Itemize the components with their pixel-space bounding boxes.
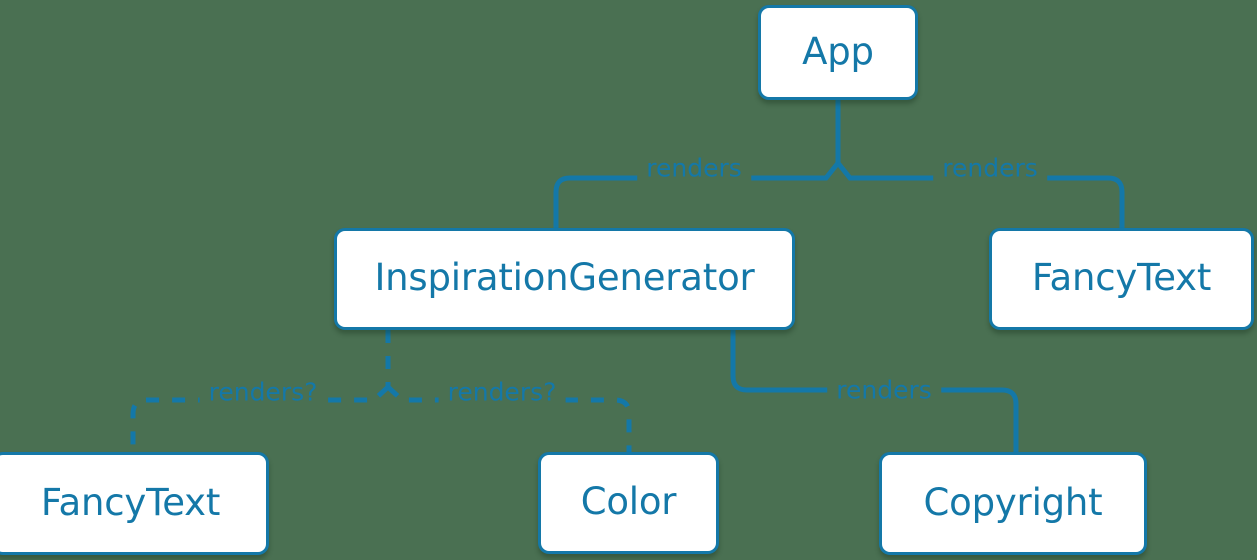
node-copyright-label: Copyright <box>923 480 1103 524</box>
edge-label-app-fancytext: renders <box>933 155 1047 181</box>
node-color-label: Color <box>580 480 677 523</box>
node-fancytext-bottom[interactable]: FancyText <box>0 452 269 555</box>
edge-label-app-inspirationgenerator: renders <box>637 155 751 181</box>
node-app[interactable]: App <box>758 5 918 100</box>
node-inspirationgenerator-label: InspirationGenerator <box>374 256 755 299</box>
node-fancytext-top[interactable]: FancyText <box>989 228 1254 330</box>
node-copyright[interactable]: Copyright <box>879 452 1147 555</box>
node-color[interactable]: Color <box>538 452 719 554</box>
edge-label-inspirationgenerator-copyright: renders <box>827 377 941 403</box>
edge-app-to-fancytext <box>836 161 1125 228</box>
node-inspirationgenerator[interactable]: InspirationGenerator <box>334 228 795 330</box>
edge-inspirationgenerator-to-color-optional <box>386 385 632 452</box>
edge-label-inspirationgenerator-fancytext: renders? <box>199 379 327 405</box>
edge-label-inspirationgenerator-color: renders? <box>438 379 566 405</box>
node-app-label: App <box>802 29 874 73</box>
edge-app-to-inspirationgenerator <box>553 161 840 228</box>
node-fancytext-bottom-label: FancyText <box>40 480 221 524</box>
node-fancytext-top-label: FancyText <box>1031 256 1212 299</box>
edge-inspirationgenerator-to-fancytext-optional <box>130 385 390 452</box>
